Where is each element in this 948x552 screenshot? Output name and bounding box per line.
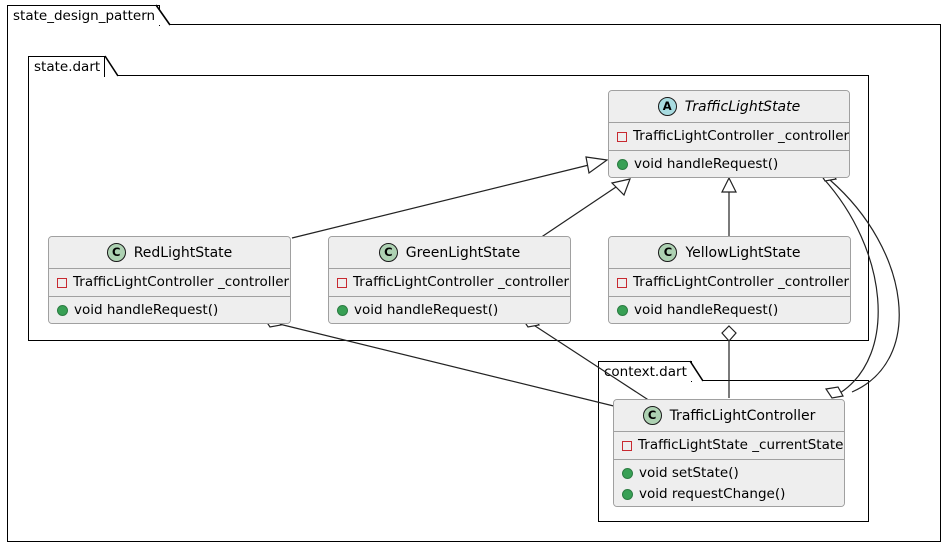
class-box-green-light-state[interactable]: C GreenLightState TrafficLightController… bbox=[328, 236, 571, 324]
class-icon: C bbox=[658, 243, 678, 262]
private-field-icon bbox=[617, 131, 627, 142]
package-title-context: context.dart bbox=[604, 364, 687, 380]
class-title-traffic-light-controller: C TrafficLightController bbox=[614, 400, 844, 432]
public-method-icon bbox=[622, 468, 633, 479]
class-title-green-light-state: C GreenLightState bbox=[329, 237, 570, 269]
class-methods-green-light-state: void handleRequest() bbox=[329, 297, 570, 323]
class-methods-yellow-light-state: void handleRequest() bbox=[609, 297, 850, 323]
class-box-traffic-light-state[interactable]: A TrafficLightState TrafficLightControll… bbox=[608, 90, 850, 178]
class-name-red-light-state: RedLightState bbox=[133, 244, 233, 261]
field-label: TrafficLightController _controller bbox=[633, 274, 850, 290]
class-name-yellow-light-state: YellowLightState bbox=[685, 244, 801, 261]
private-field-icon bbox=[57, 277, 67, 288]
class-name-green-light-state: GreenLightState bbox=[405, 244, 521, 261]
package-state-design-pattern bbox=[7, 24, 941, 542]
field-label: TrafficLightController _controller bbox=[633, 128, 850, 144]
abstract-class-icon: A bbox=[657, 97, 677, 116]
method-row: void handleRequest() bbox=[609, 300, 850, 321]
package-context-dart bbox=[598, 380, 869, 522]
method-row: void setState() bbox=[614, 463, 844, 484]
method-label: void setState() bbox=[639, 465, 739, 481]
method-row: void handleRequest() bbox=[49, 300, 290, 321]
class-fields-red-light-state: TrafficLightController _controller bbox=[49, 269, 290, 297]
field-row: TrafficLightController _controller bbox=[609, 126, 849, 147]
class-icon: C bbox=[378, 243, 398, 262]
class-icon: C bbox=[642, 406, 662, 425]
field-label: TrafficLightController _controller bbox=[73, 274, 290, 290]
class-box-red-light-state[interactable]: C RedLightState TrafficLightController _… bbox=[48, 236, 291, 324]
private-field-icon bbox=[337, 277, 347, 288]
class-box-traffic-light-controller[interactable]: C TrafficLightController TrafficLightSta… bbox=[613, 399, 845, 507]
class-fields-traffic-light-state: TrafficLightController _controller bbox=[609, 123, 849, 151]
private-field-icon bbox=[617, 277, 627, 288]
package-title-state: state.dart bbox=[34, 59, 101, 75]
class-title-red-light-state: C RedLightState bbox=[49, 237, 290, 269]
field-row: TrafficLightController _controller bbox=[49, 272, 290, 293]
field-label: TrafficLightController _controller bbox=[353, 274, 570, 290]
package-label-context-dart: context.dart bbox=[598, 361, 692, 382]
class-fields-yellow-light-state: TrafficLightController _controller bbox=[609, 269, 850, 297]
class-methods-red-light-state: void handleRequest() bbox=[49, 297, 290, 323]
class-title-traffic-light-state: A TrafficLightState bbox=[609, 91, 849, 123]
public-method-icon bbox=[617, 305, 628, 316]
private-field-icon bbox=[622, 440, 632, 451]
method-label: void handleRequest() bbox=[634, 302, 779, 318]
class-title-yellow-light-state: C YellowLightState bbox=[609, 237, 850, 269]
field-row: TrafficLightState _currentState bbox=[614, 435, 844, 456]
package-title-root: state_design_pattern bbox=[13, 8, 156, 24]
public-method-icon bbox=[617, 159, 628, 170]
class-box-yellow-light-state[interactable]: C YellowLightState TrafficLightControlle… bbox=[608, 236, 851, 324]
method-row: void handleRequest() bbox=[329, 300, 570, 321]
method-row: void requestChange() bbox=[614, 484, 844, 505]
field-row: TrafficLightController _controller bbox=[329, 272, 570, 293]
public-method-icon bbox=[622, 489, 633, 500]
method-label: void requestChange() bbox=[639, 486, 786, 502]
class-fields-traffic-light-controller: TrafficLightState _currentState bbox=[614, 432, 844, 460]
class-name-traffic-light-controller: TrafficLightController bbox=[669, 407, 816, 424]
method-row: void handleRequest() bbox=[609, 154, 849, 175]
package-label-state-design-pattern: state_design_pattern bbox=[7, 5, 161, 26]
field-label: TrafficLightState _currentState bbox=[638, 437, 844, 453]
class-fields-green-light-state: TrafficLightController _controller bbox=[329, 269, 570, 297]
field-row: TrafficLightController _controller bbox=[609, 272, 850, 293]
method-label: void handleRequest() bbox=[354, 302, 499, 318]
package-label-state-dart: state.dart bbox=[28, 56, 106, 77]
public-method-icon bbox=[57, 305, 68, 316]
public-method-icon bbox=[337, 305, 348, 316]
class-methods-traffic-light-controller: void setState() void requestChange() bbox=[614, 460, 844, 506]
class-name-traffic-light-state: TrafficLightState bbox=[684, 98, 801, 115]
method-label: void handleRequest() bbox=[634, 156, 779, 172]
class-methods-traffic-light-state: void handleRequest() bbox=[609, 151, 849, 177]
method-label: void handleRequest() bbox=[74, 302, 219, 318]
class-icon: C bbox=[106, 243, 126, 262]
